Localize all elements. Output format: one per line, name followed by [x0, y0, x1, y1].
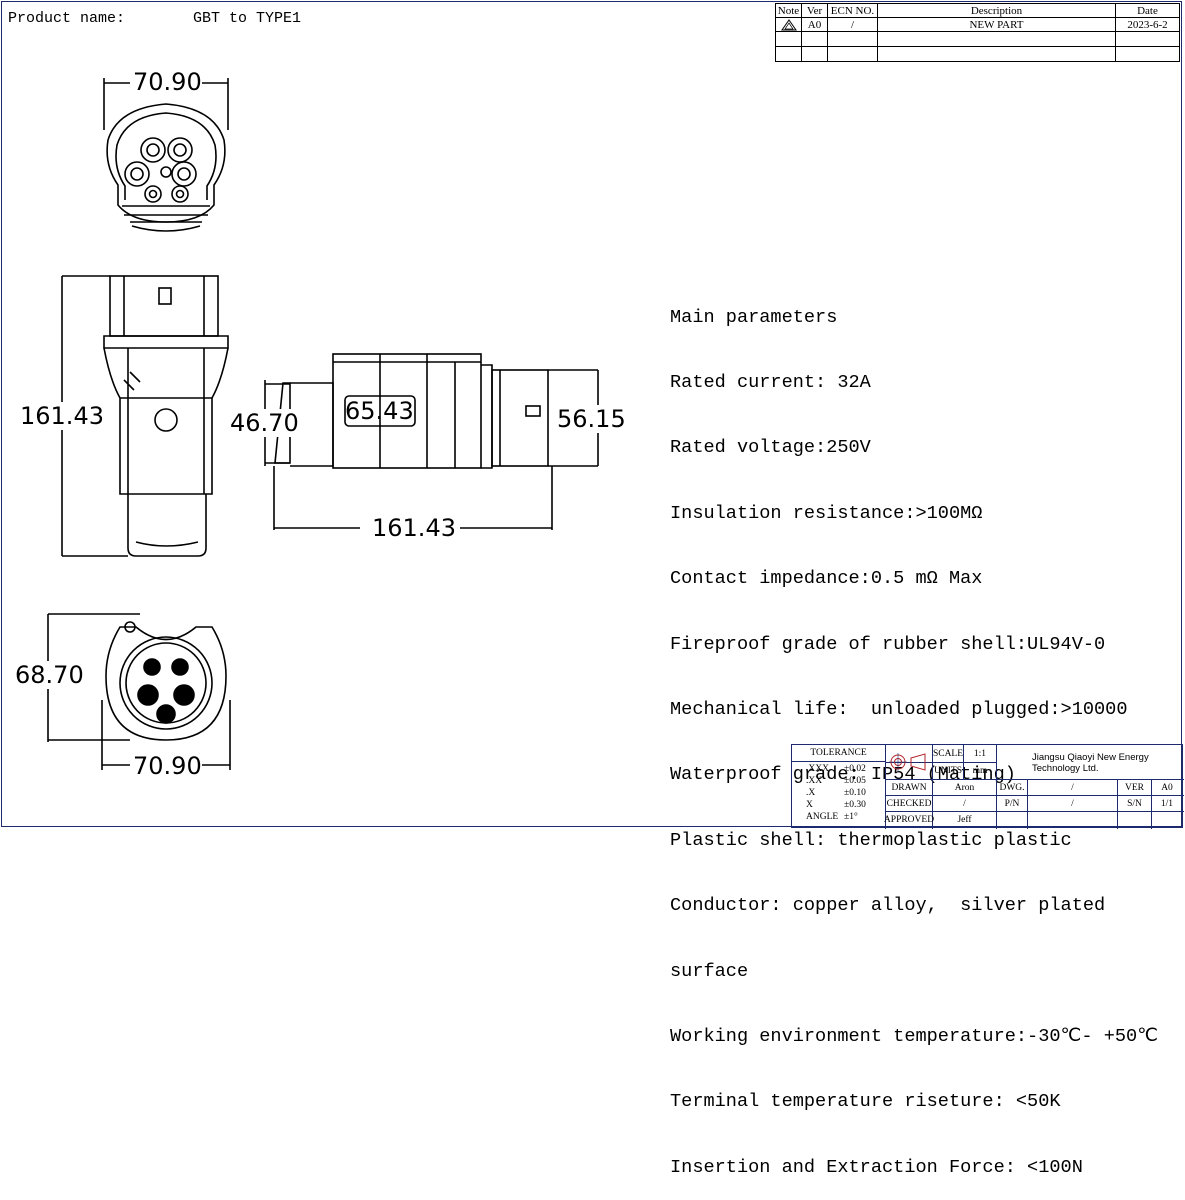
checked-label: CHECKED [886, 798, 932, 809]
param-line: Insulation resistance:>100MΩ [670, 502, 983, 524]
dim-front-right: 56.15 [557, 405, 626, 433]
technical-drawing [47, 78, 599, 770]
param-line: Waterproof grade: IP54 (Mating) [670, 764, 1016, 786]
param-line: Insertion and Extraction Force: <100N [670, 1156, 1083, 1178]
checked-value: / [963, 798, 966, 809]
tol-key: ANGLE [806, 812, 839, 822]
tol-value: ±0.02 [844, 764, 866, 774]
param-line: Working environment temperature:-30℃- +5… [670, 1025, 1159, 1047]
ver-value: A0 [1161, 782, 1173, 793]
param-line: Fireproof grade of rubber shell:UL94V-0 [670, 633, 1106, 655]
rev-description: NEW PART [877, 17, 1116, 32]
ver-label: VER [1125, 782, 1144, 793]
param-line: Contact impedance:0.5 mΩ Max [670, 568, 983, 590]
revision-table: Note Ver ECN NO. Description Date A0 / N… [775, 3, 1180, 62]
dim-front-inner: 65.43 [345, 397, 414, 425]
approved-value: Jeff [957, 815, 972, 825]
pn-label: P/N [1004, 798, 1020, 809]
units-value: mm [972, 766, 988, 776]
units-label: UNITS [934, 766, 962, 776]
scale-label: SCALE [932, 748, 964, 759]
drawn-value: Aron [954, 782, 975, 793]
dwg-value: / [1071, 782, 1074, 793]
tol-key: .XX [806, 776, 823, 786]
tol-value: ±0.30 [844, 800, 866, 810]
top-view [103, 78, 229, 232]
tol-key: .X [806, 788, 816, 798]
param-line: Main parameters [670, 306, 838, 328]
dwg-label: DWG. [999, 782, 1025, 793]
pn-value: / [1071, 798, 1074, 809]
product-name-label: Product name: [8, 10, 126, 27]
title-block: TOLERANCE .XXX ±0.02 .XX ±0.05 .X ±0.10 … [791, 744, 1184, 829]
tol-value: ±0.05 [844, 776, 866, 786]
dim-front-height: 46.70 [230, 409, 299, 437]
dim-side-height: 161.43 [20, 402, 104, 430]
sn-label: S/N [1127, 798, 1142, 809]
dim-bottom-height: 68.70 [15, 661, 84, 689]
first-angle-projection-icon [886, 745, 932, 779]
dim-front-length: 161.43 [372, 514, 456, 542]
dim-bottom-width: 70.90 [133, 752, 202, 780]
param-line: surface [670, 960, 749, 982]
param-line: Rated current: 32A [670, 371, 871, 393]
drawing-frame [1, 1, 1182, 827]
front-view [264, 353, 599, 530]
parameters-list: Main parameters Rated current: 32A Rated… [670, 263, 1158, 1200]
approved-label: APPROVED [883, 815, 935, 825]
drawn-label: DRAWN [891, 782, 927, 793]
bottom-view [47, 613, 231, 770]
tol-key: X [806, 800, 813, 810]
dim-top-width: 70.90 [133, 68, 202, 96]
tolerance-label: TOLERANCE [810, 748, 867, 758]
param-line: Rated voltage:250V [670, 437, 871, 459]
param-line: Mechanical life: unloaded plugged:>10000 [670, 698, 1128, 720]
param-line: Conductor: copper alloy, silver plated [670, 895, 1106, 917]
product-name-value: GBT to TYPE1 [193, 10, 302, 27]
company-name: Jiangsu Qiaoyi New Energy Technology Ltd… [1032, 752, 1149, 774]
scale-value: 1:1 [973, 748, 987, 759]
tol-value: ±1° [844, 812, 858, 822]
rev-header-description: Description [877, 3, 1116, 18]
sn-value: 1/1 [1160, 798, 1174, 809]
tol-key: .XXX [806, 764, 829, 774]
param-line: Plastic shell: thermoplastic plastic [670, 829, 1072, 851]
tol-value: ±0.10 [844, 788, 866, 798]
param-line: Terminal temperature riseture: <50K [670, 1091, 1061, 1113]
